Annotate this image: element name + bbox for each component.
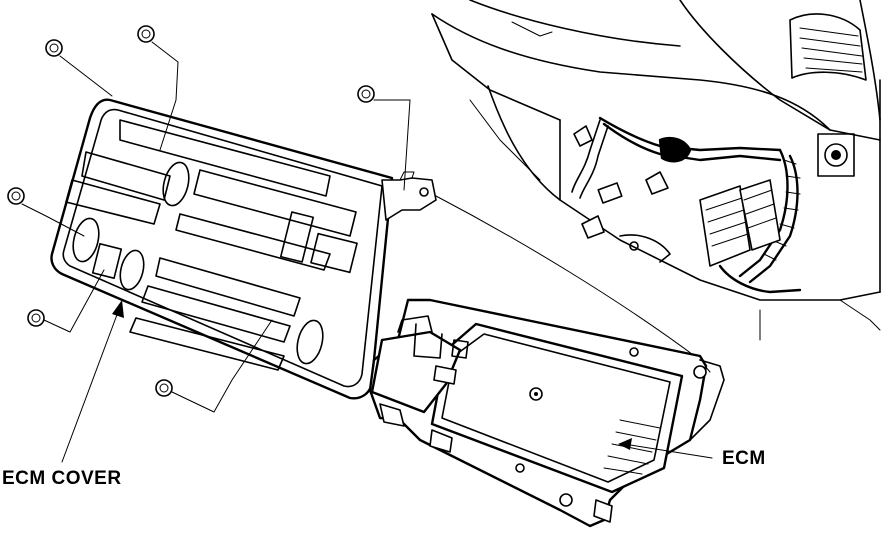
wiring-harness [571,116,801,284]
ecm-cover-panel [50,98,437,400]
bolt-top-right [357,85,411,191]
dash-vent-grille [789,13,867,81]
bolt-lower-left [27,269,105,333]
ecm-cover-label: ECM COVER [2,468,122,489]
ecm-cover-arrow [61,300,124,463]
bolt-top-left [45,39,113,97]
bolt-bottom [155,319,273,413]
cover-bolts [7,25,711,413]
vehicle-interior-background [431,0,881,341]
bolt-mid-left [7,187,85,237]
body-grommet [817,133,855,177]
ecm-label: ECM [722,448,766,469]
ecm-unit [368,298,725,528]
ecm-connectors [699,179,802,294]
bolt-top-center [137,25,179,151]
